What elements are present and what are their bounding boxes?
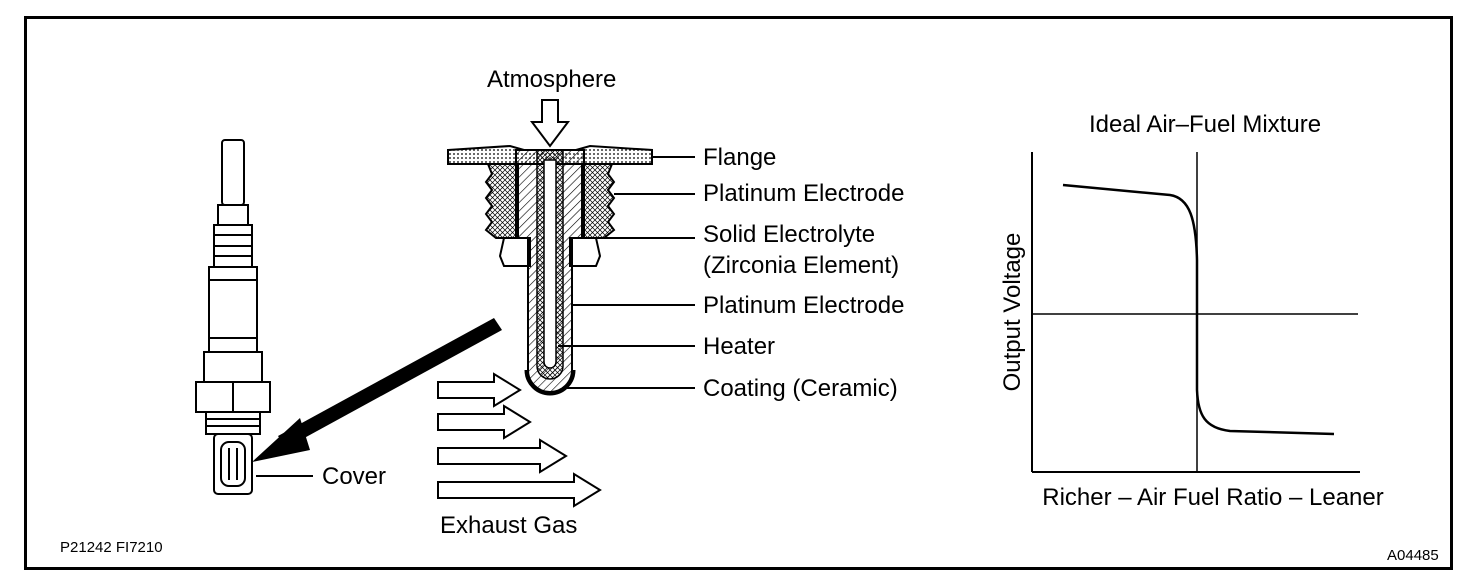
output-voltage-curve	[1062, 183, 1335, 436]
coating-label: Coating (Ceramic)	[703, 375, 898, 402]
x-axis-label: Richer – Air Fuel Ratio – Leaner	[1042, 484, 1384, 511]
platinum-electrode-outer-label: Platinum Electrode	[703, 180, 904, 207]
atmosphere-arrow	[530, 99, 570, 148]
pointer-arrow	[252, 318, 502, 462]
callout-lines	[558, 156, 695, 389]
solid-electrolyte-label: Solid Electrolyte	[703, 221, 875, 248]
atmosphere-label: Atmosphere	[487, 66, 616, 93]
voltage-chart: Ideal Air–Fuel Mixture Output Voltage Ri…	[999, 111, 1384, 511]
exhaust-gas-label: Exhaust Gas	[440, 512, 577, 539]
figure-frame	[24, 16, 1453, 570]
platinum-electrode-inner-label: Platinum Electrode	[703, 292, 904, 319]
figure-code-left: P21242 FI7210	[60, 539, 163, 556]
cover-label: Cover	[322, 463, 386, 490]
chart-title: Ideal Air–Fuel Mixture	[1089, 111, 1321, 138]
heater-label: Heater	[703, 333, 775, 360]
zirconia-element-label: (Zirconia Element)	[703, 252, 899, 279]
exhaust-flow-arrows	[437, 372, 602, 508]
sensor-exterior	[195, 139, 271, 495]
flange-label: Flange	[703, 144, 776, 171]
y-axis-label: Output Voltage	[999, 233, 1026, 392]
figure-code-right: A04485	[1387, 547, 1439, 564]
sensor-cross-section	[447, 144, 653, 396]
